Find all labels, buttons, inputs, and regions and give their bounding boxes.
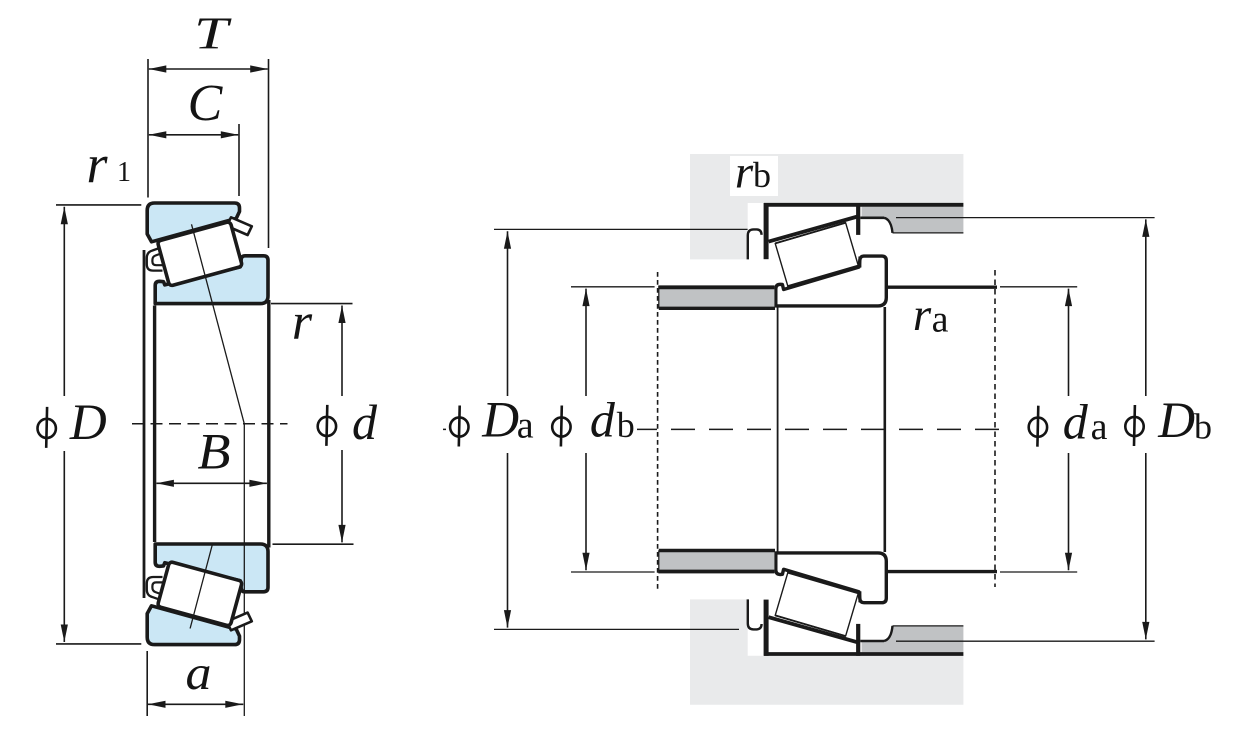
svg-text:r: r xyxy=(86,134,108,194)
svg-text:T: T xyxy=(194,9,232,59)
svg-text:b: b xyxy=(753,155,771,195)
svg-text:a: a xyxy=(932,299,949,341)
svg-text:D: D xyxy=(481,393,519,449)
svg-text:1: 1 xyxy=(117,157,131,188)
svg-text:a: a xyxy=(186,645,212,700)
svg-text:d: d xyxy=(590,392,616,448)
svg-text:a: a xyxy=(1091,406,1108,448)
svg-text:a: a xyxy=(517,405,534,447)
svg-text:r: r xyxy=(292,294,313,351)
svg-text:r: r xyxy=(913,289,932,341)
svg-text:B: B xyxy=(198,425,231,481)
svg-text:d: d xyxy=(352,394,378,450)
svg-text:b: b xyxy=(617,405,635,445)
svg-text:C: C xyxy=(188,75,224,132)
svg-text:b: b xyxy=(1194,407,1212,447)
svg-text:d: d xyxy=(1063,393,1089,449)
svg-text:r: r xyxy=(735,147,754,199)
svg-text:D: D xyxy=(69,395,107,451)
svg-text:D: D xyxy=(1157,393,1195,449)
